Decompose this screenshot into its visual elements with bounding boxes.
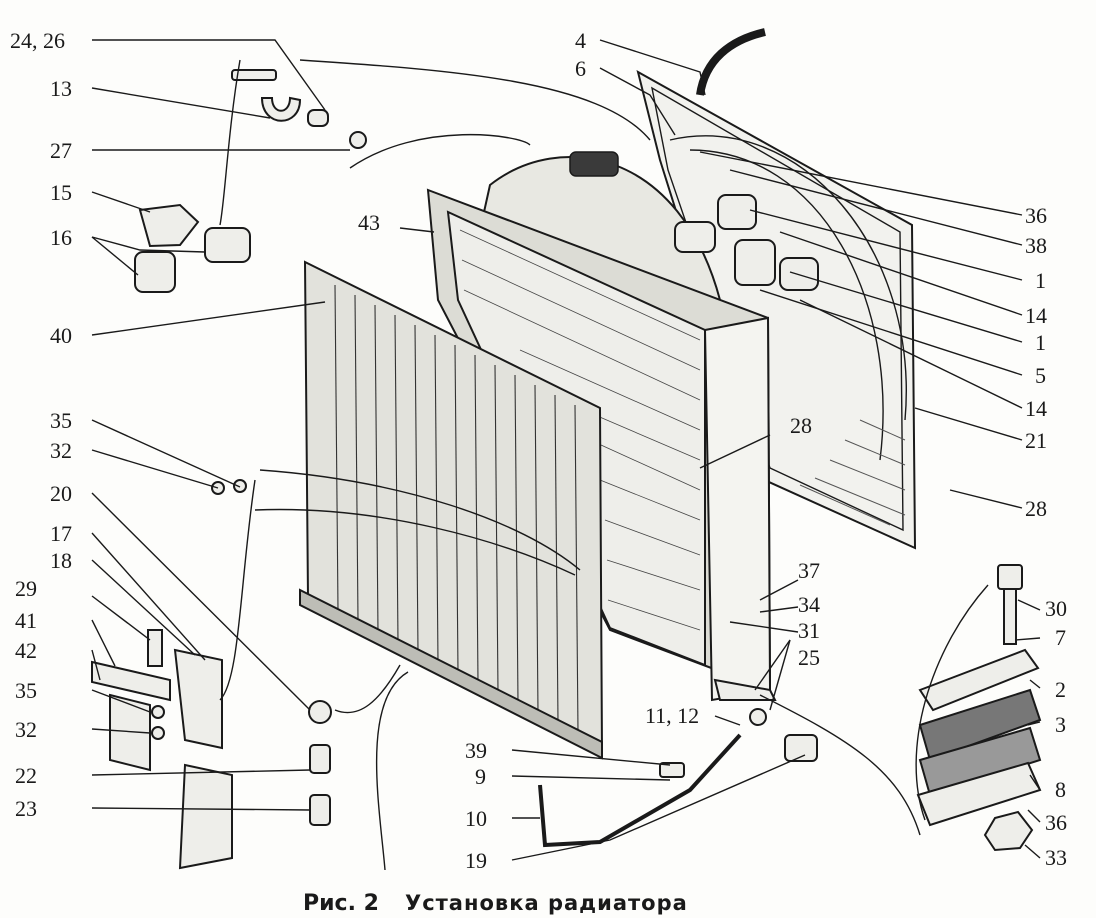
- figure-caption: Рис. 2 Установка радиатора: [303, 891, 688, 916]
- callout-38: 38: [1025, 233, 1047, 258]
- callout-4: 4: [575, 28, 586, 53]
- fan-shroud: [636, 69, 917, 550]
- callout-14: 14: [1025, 303, 1047, 328]
- parts-artwork: [91, 28, 1042, 870]
- callout-33: 33: [1045, 845, 1067, 870]
- callout-35: 35: [50, 408, 72, 433]
- callout-21: 21: [1025, 428, 1047, 453]
- callout-41: 41: [15, 608, 37, 633]
- callout-15: 15: [50, 180, 72, 205]
- callout-1b: 1: [1035, 330, 1046, 355]
- callout-10: 10: [465, 806, 487, 831]
- callout-1: 1: [1035, 268, 1046, 293]
- mount-cushions: [916, 564, 1042, 852]
- callout-18: 18: [50, 548, 72, 573]
- callout-28b: 28: [790, 413, 812, 438]
- callout-27: 27: [50, 138, 72, 163]
- callout-25: 25: [798, 645, 820, 670]
- figure-number: Рис. 2: [303, 891, 379, 916]
- callout-7: 7: [1055, 625, 1066, 650]
- callout-24-26: 24, 26: [10, 28, 65, 53]
- callout-2: 2: [1055, 677, 1066, 702]
- callout-32: 32: [50, 438, 72, 463]
- callout-16: 16: [50, 225, 72, 250]
- callout-9: 9: [475, 764, 486, 789]
- filler-cap: [569, 151, 619, 177]
- hose-fittings: [674, 28, 819, 291]
- callout-36b: 36: [1045, 810, 1067, 835]
- callout-20: 20: [50, 481, 72, 506]
- callout-8: 8: [1055, 777, 1066, 802]
- callout-30: 30: [1045, 596, 1067, 621]
- callout-3: 3: [1055, 712, 1066, 737]
- callout-23: 23: [15, 796, 37, 821]
- callout-5: 5: [1035, 363, 1046, 388]
- callout-36: 36: [1025, 203, 1047, 228]
- callout-31: 31: [798, 618, 820, 643]
- callout-17: 17: [50, 521, 72, 546]
- callout-32b: 32: [15, 717, 37, 742]
- callout-19: 19: [465, 848, 487, 873]
- callout-22: 22: [15, 763, 37, 788]
- callout-6: 6: [575, 56, 586, 81]
- callout-35b: 35: [15, 678, 37, 703]
- callout-14b: 14: [1025, 396, 1047, 421]
- leader-lines: [91, 39, 1041, 871]
- top-left-parts: [134, 69, 367, 293]
- callout-34: 34: [798, 592, 820, 617]
- front-core: [299, 260, 604, 760]
- callout-42: 42: [15, 638, 37, 663]
- callout-29: 29: [15, 576, 37, 601]
- figure-title: Установка радиатора: [405, 891, 688, 915]
- callout-11-12: 11, 12: [645, 703, 699, 728]
- callout-43: 43: [358, 210, 380, 235]
- callout-39: 39: [465, 738, 487, 763]
- callout-labels: 24, 26 13 27 15 16 43 40 35 32 20 17 18 …: [10, 28, 1067, 873]
- callout-37: 37: [798, 558, 820, 583]
- callout-28: 28: [1025, 496, 1047, 521]
- callout-13: 13: [50, 76, 72, 101]
- callout-40: 40: [50, 323, 72, 348]
